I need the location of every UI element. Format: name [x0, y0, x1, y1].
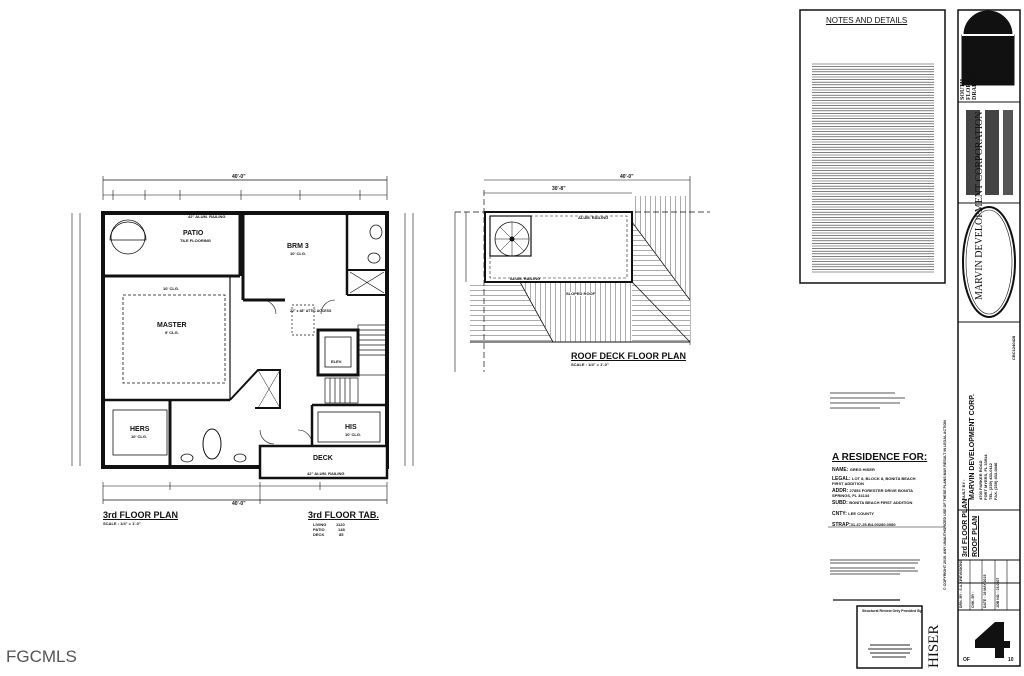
of-label: OF	[963, 657, 970, 663]
third-floor-plan	[71, 176, 414, 504]
field-value: GREG HISER	[849, 467, 875, 472]
total-sheets: 10	[1008, 657, 1014, 663]
roof-deck-title: ROOF DECK FLOOR PLAN	[571, 351, 686, 361]
built-by-label: BUILT BY :	[961, 479, 966, 500]
notes-lines	[812, 63, 934, 273]
residence-fields: NAME: GREG HISER LEGAL: LOT 8, BLOCK 8, …	[832, 468, 942, 532]
floor-tab-value: 148	[338, 527, 345, 532]
field-value: 31-47-25-B4-00280.0080	[850, 522, 896, 527]
master-outer-ceiling: 10' CLG.	[163, 286, 180, 291]
builder-fax: FAX. (239) 433-0446	[993, 462, 998, 500]
deck-railing: 42" ALUM. RAILING	[307, 471, 345, 476]
field-value: 27853 FORESTER DRIVE BONITA SPRINGS, FL …	[832, 488, 913, 498]
structural-review-stamp	[856, 605, 923, 669]
his-ceiling: 10' CLG.	[345, 432, 362, 437]
floor-tab-value: 1120	[336, 522, 345, 527]
third-floor-plan-scale: SCALE : 1/4" = 1'-0"	[103, 521, 141, 526]
field-value: LEE COUNTY	[848, 511, 875, 516]
attic-access: 22" x 48" ATTIC ACCESS	[290, 309, 332, 313]
residence-heading: A RESIDENCE FOR:	[832, 452, 928, 463]
notes-box	[799, 9, 946, 284]
drafting-logo-text: SOUTH FLORIDA DRAFTING	[960, 67, 978, 100]
sheet-title-1: 3rd FLOOR PLAN	[962, 498, 969, 557]
room-label-patio: PATIO	[183, 230, 204, 237]
sheet-title-2: ROOF PLAN	[972, 515, 979, 557]
floor-tab-title: 3rd FLOOR TAB.	[308, 510, 379, 520]
field-label: NAME:	[832, 467, 849, 473]
floor-tab-row: PATIO 148	[313, 527, 345, 532]
brm3-ceiling: 10' CLG.	[290, 251, 307, 256]
field-label: CNTY:	[832, 511, 847, 517]
overall-dimension: 40'-0"	[232, 174, 246, 180]
floor-tab-label: DECK	[313, 532, 325, 537]
stamp-title: Structural Review Only Provided By	[862, 609, 922, 613]
floor-tab-row: LIVING 1120	[313, 522, 345, 527]
room-label-his: HIS	[345, 424, 357, 431]
roof-deck-scale: SCALE : 1/4" = 1'-0"	[571, 362, 609, 367]
overall-dimension-bottom: 40'-0"	[232, 501, 246, 507]
title-block	[957, 9, 1021, 667]
elevator-label: ELEV.	[331, 359, 343, 364]
patio-railing: 42" ALUM. RAILING	[188, 214, 226, 219]
copyright-notice: © COPYRIGHT 2015. ANY UNAUTHORIZED USE O…	[943, 420, 947, 590]
room-label-brm3: BRM 3	[287, 243, 309, 250]
residence-field: LEGAL: LOT 8, BLOCK 8, BONITA BEACH FIRS…	[832, 477, 927, 489]
floor-tab-table: LIVING 1120 PATIO 148 DECK 85	[313, 522, 345, 537]
hers-ceiling: 10' CLG.	[131, 434, 148, 439]
checked-by: CHK. BY :	[971, 591, 975, 608]
master-ceiling: 9' CLG.	[165, 330, 179, 335]
builder-info: BUILT BY : MARVIN DEVELOPMENT CORP. 4700…	[961, 394, 998, 500]
builder-license: CBC1240428	[1011, 335, 1016, 360]
floor-tab-label: LIVING	[313, 522, 327, 527]
room-label-hers: HERS	[130, 426, 150, 433]
field-value: LOT 8, BLOCK 8, BONITA BEACH FIRST ADDIT…	[832, 476, 916, 486]
sheet-number-glyph	[975, 622, 1010, 658]
residence-field: NAME: GREG HISER	[832, 468, 942, 477]
builder-name: MARVIN DEVELOPMENT CORP.	[969, 394, 976, 500]
revisions-label: REVISIONS	[958, 559, 963, 581]
floor-tab-label: PATIO	[313, 527, 325, 532]
residence-field: STRAP:31-47-25-B4-00280.0080	[832, 523, 942, 532]
notes-title: NOTES AND DETAILS	[826, 16, 908, 25]
patio-note: TILE FLOORING	[180, 238, 211, 243]
third-floor-plan-title: 3rd FLOOR PLAN	[103, 510, 179, 520]
client-name: HISER	[926, 624, 942, 668]
field-label: ADDR:	[832, 488, 849, 494]
residence-field: CNTY: LEE COUNTY	[832, 512, 942, 523]
roof-deck-plan	[454, 176, 710, 372]
field-label: STRAP:	[832, 522, 851, 528]
developer-logo-text: MARVIN DEVELOPMENT CORPORATION	[974, 111, 985, 300]
mls-watermark: FGCMLS	[6, 647, 77, 666]
floor-tab-value: 85	[339, 532, 344, 537]
job-number: JOB NO. : 15-0507	[996, 577, 1000, 608]
roof-railing-bottom: ALUM. RAILING	[510, 276, 541, 281]
room-label-deck: DECK	[313, 455, 333, 462]
roof-railing-top: ALUM. RAILING	[578, 215, 609, 220]
roof-deck-dimension: 30'-8"	[552, 186, 566, 192]
floor-tab-row: DECK 85	[313, 532, 343, 537]
sloped-roof-label: SLOPED ROOF	[566, 291, 596, 296]
field-label: LEGAL:	[832, 476, 851, 482]
room-label-master: MASTER	[157, 322, 187, 329]
field-label: SUBD:	[832, 500, 848, 506]
fine-print	[830, 392, 920, 601]
drawn-by: DRN. BY : S.A.K.	[959, 580, 963, 608]
field-value: BONITA BEACH FIRST ADDITION	[849, 500, 913, 505]
date: DATE : 19 MAY 2015	[983, 574, 987, 608]
residence-field: SUBD: BONITA BEACH FIRST ADDITION	[832, 501, 942, 512]
residence-field: ADDR: 27853 FORESTER DRIVE BONITA SPRING…	[832, 489, 927, 501]
roof-overall-dimension: 40'-0"	[620, 174, 634, 180]
